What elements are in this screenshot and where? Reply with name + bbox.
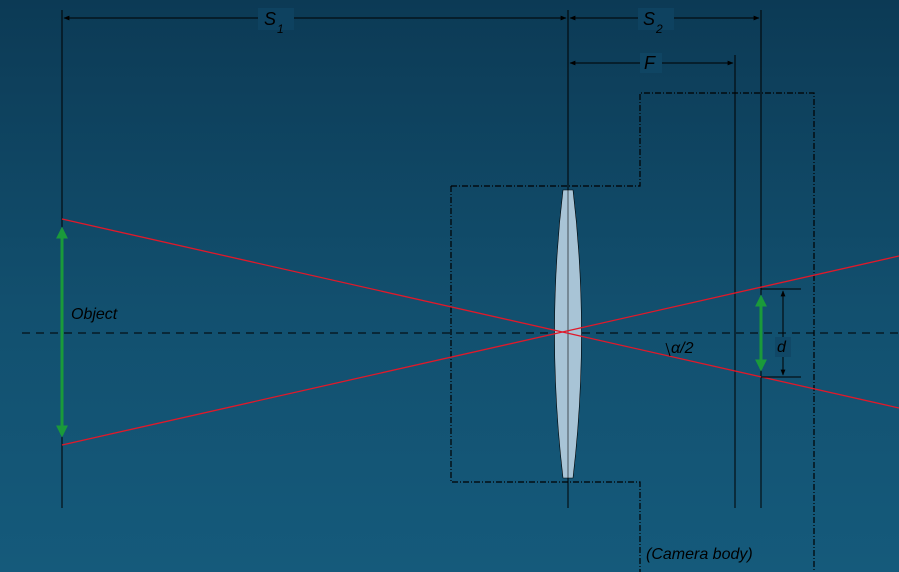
object-label: Object <box>71 306 118 323</box>
s1-label: S <box>264 9 276 29</box>
f-label-gap <box>640 53 662 73</box>
d-label: d <box>777 339 787 356</box>
camera-body-label: (Camera body) <box>646 546 753 563</box>
s2-label-gap <box>638 8 674 30</box>
camera-body-outline <box>450 92 815 572</box>
d-label-gap <box>775 337 791 357</box>
lower-ray <box>61 255 899 446</box>
s2-subscript: 2 <box>655 22 663 36</box>
s2-label: S <box>643 9 655 29</box>
angle-label: α/2 <box>671 340 694 357</box>
f-label: F <box>644 53 656 73</box>
s1-label-gap <box>258 8 294 30</box>
upper-ray <box>61 218 899 409</box>
angle-tick <box>665 342 671 357</box>
s1-subscript: 1 <box>277 22 284 36</box>
